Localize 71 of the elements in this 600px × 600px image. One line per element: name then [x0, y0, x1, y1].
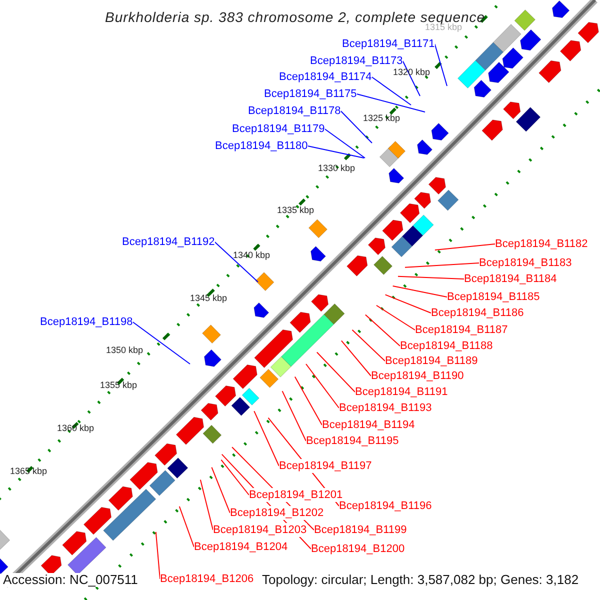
gene-label: Bcep18194_B1187 — [415, 323, 508, 337]
summary-text: Topology: circular; Length: 3,587,082 bp; Genes: 3,182 — [262, 573, 579, 587]
gene-label: Bcep18194_B1171 — [342, 37, 435, 51]
leader-line — [352, 329, 386, 362]
gene-label: Bcep18194_B1204 — [194, 540, 288, 554]
leader-line — [398, 276, 464, 280]
tick-label: 1315 kbp — [425, 22, 462, 34]
gene-label: Bcep18194_B1193 — [339, 401, 432, 415]
leader-line — [306, 364, 340, 408]
tick-label: 1335 kbp — [277, 204, 314, 217]
gene-label: Bcep18194_B1197 — [279, 459, 372, 473]
gene-label: Bcep18194_B1183 — [479, 256, 572, 270]
gene-label: Bcep18194_B1195 — [306, 434, 399, 448]
gene-label: Bcep18194_B1191 — [355, 385, 448, 399]
tick-label: 1350 kbp — [106, 344, 144, 357]
tick-label: 1355 kbp — [100, 379, 138, 392]
gene-label: Bcep18194_B1185 — [447, 290, 540, 304]
gene-label: Bcep18194_B1178 — [248, 104, 341, 118]
leader-line — [340, 110, 372, 144]
tick-label: 1330 kbp — [318, 162, 356, 175]
gene-label: Bcep18194_B1189 — [385, 354, 478, 368]
leader-line — [371, 76, 412, 106]
leader-line — [155, 531, 160, 580]
tick-label: 1340 kbp — [233, 249, 270, 262]
tick-label: 1360 kbp — [57, 422, 94, 435]
leader-line — [282, 390, 306, 442]
gene-label: Bcep18194_B1196 — [339, 499, 432, 513]
gene-label: Bcep18194_B1180 — [215, 139, 308, 153]
leader-line — [307, 146, 364, 158]
gene-label: Bcep18194_B1188 — [400, 339, 493, 353]
gene-label: Bcep18194_B1200 — [311, 542, 405, 556]
accession-text: Accession: NC_007511 — [3, 573, 138, 587]
leader-line — [364, 314, 400, 346]
gene-label: Bcep18194_B1186 — [431, 306, 524, 320]
leader-line — [392, 286, 448, 298]
gene-label: Bcep18194_B1192 — [122, 235, 215, 249]
gene-label: Bcep18194_B1199 — [314, 523, 407, 537]
gene-label: Bcep18194_B1201 — [249, 488, 343, 502]
leader-line — [434, 244, 496, 250]
leader-line — [384, 294, 432, 314]
gene-label: Bcep18194_B1179 — [232, 122, 325, 136]
leader-line — [356, 94, 426, 112]
leader-line — [254, 410, 280, 466]
leader-line — [316, 352, 356, 392]
leader-line — [220, 459, 250, 496]
gene-label: Bcep18194_B1190 — [371, 369, 464, 383]
leader-line — [132, 322, 190, 364]
gene-label: Bcep18194_B1206 — [160, 572, 254, 586]
leader-line — [376, 304, 416, 330]
leader-line — [211, 466, 230, 514]
map-title: Burkholderia sp. 383 chromosome 2, complete sequence — [105, 10, 486, 24]
gene-label: Bcep18194_B1174 — [279, 70, 372, 84]
gene-label: Bcep18194_B1202 — [230, 506, 324, 520]
leader-line — [404, 262, 480, 268]
gene-label: Bcep18194_B1182 — [495, 237, 588, 251]
leader-line — [294, 376, 322, 426]
gene-label: Bcep18194_B1203 — [213, 523, 307, 537]
gene-label: Bcep18194_B1173 — [310, 54, 403, 68]
tick-label: 1345 kbp — [190, 292, 228, 305]
leader-line — [434, 44, 448, 86]
gene-label: Bcep18194_B1175 — [264, 87, 357, 101]
tick-label: 1365 kbp — [10, 465, 48, 478]
leader-line — [324, 128, 366, 158]
gene-label: Bcep18194_B1194 — [322, 418, 415, 432]
gene-label: Bcep18194_B1198 — [40, 315, 133, 329]
leader-line — [214, 242, 258, 282]
leader-line — [178, 506, 194, 548]
gene-label: Bcep18194_B1184 — [464, 272, 557, 286]
leader-line — [340, 340, 372, 376]
leader-line — [200, 479, 214, 530]
tick-label: 1325 kbp — [363, 112, 400, 125]
